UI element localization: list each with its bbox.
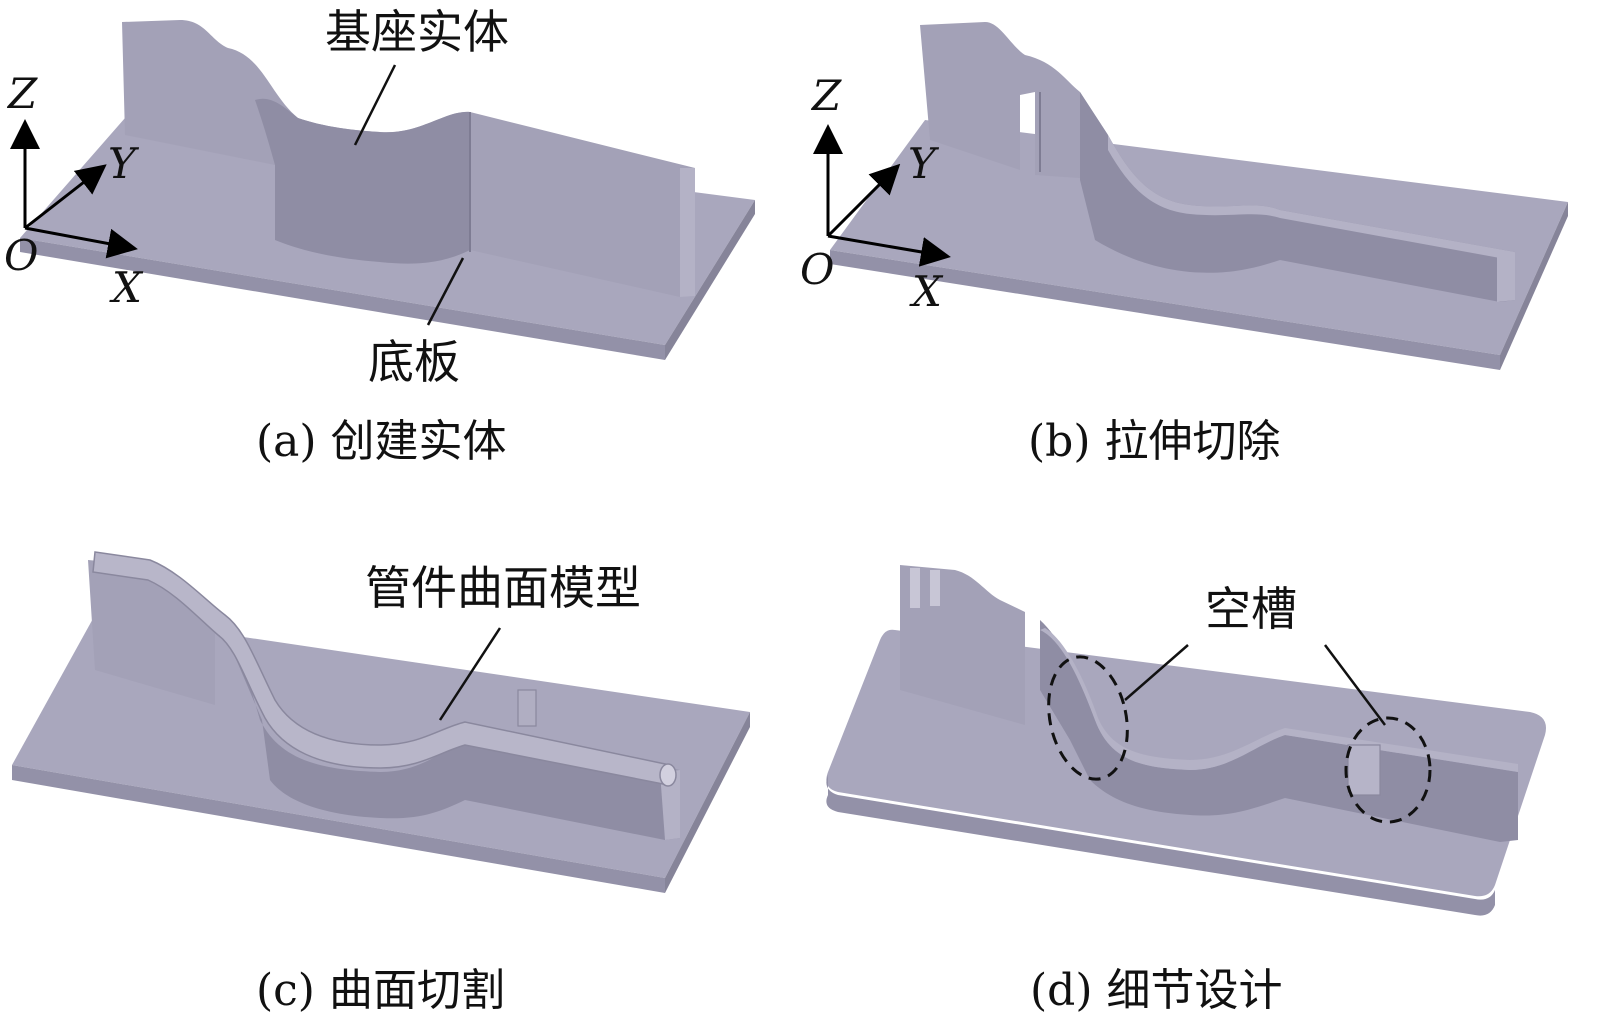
caption-b: (b) 拉伸切除: [1028, 416, 1280, 467]
cut-solid-b: [920, 22, 1515, 302]
caption-c: (c) 曲面切割: [256, 965, 505, 1016]
label-base-solid: 基座实体: [325, 5, 509, 59]
leader-empty-slot-1: [1124, 644, 1189, 701]
detail-solid-d: [900, 565, 1518, 842]
pipe-model-c: [92, 551, 677, 787]
leader-base-solid: [353, 64, 397, 146]
panel-d: 空槽 (d) 细节设计: [826, 565, 1546, 1016]
leader-pipe-surface-model: [438, 627, 502, 721]
leader-bottom-plate: [426, 257, 465, 326]
empty-slot-marker-1: [1047, 655, 1129, 781]
label-bottom-plate: 底板: [368, 335, 460, 389]
axis-y-label: Y: [908, 139, 940, 188]
axis-triad-b: Z Y X O: [800, 71, 951, 316]
axis-z-label: Z: [810, 71, 842, 120]
axis-origin-label: O: [4, 231, 38, 280]
axis-triad-a: Z Y X O: [4, 69, 144, 312]
axis-x-label: X: [909, 267, 944, 316]
axis-z-label: Z: [6, 69, 38, 118]
caption-d: (d) 细节设计: [1030, 965, 1282, 1016]
empty-slot-marker-2: [1344, 716, 1432, 824]
axis-origin-label: O: [800, 245, 834, 294]
panel-a: Z Y X O 基座实体 底板 (a) 创建实体: [4, 5, 755, 467]
caption-a: (a) 创建实体: [256, 416, 507, 467]
panel-b: Z Y X O (b) 拉伸切除: [800, 22, 1568, 467]
panel-c: 管件曲面模型 (c) 曲面切割: [12, 551, 750, 1016]
label-empty-slot: 空槽: [1205, 582, 1297, 636]
leader-empty-slot-2: [1324, 644, 1386, 726]
axis-x-label: X: [109, 263, 144, 312]
label-pipe-surface-model: 管件曲面模型: [365, 561, 641, 615]
axis-y-label: Y: [108, 139, 140, 188]
base-solid-a: [122, 20, 695, 297]
